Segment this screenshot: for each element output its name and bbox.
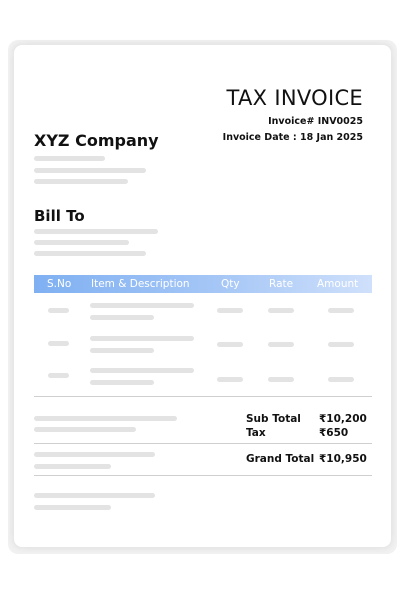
cell-placeholder bbox=[328, 342, 354, 347]
footer-divider bbox=[34, 475, 372, 476]
table-divider bbox=[34, 396, 372, 397]
bill-to-placeholder bbox=[34, 229, 158, 234]
invoice-paper bbox=[14, 45, 391, 547]
cell-placeholder bbox=[48, 308, 69, 313]
bill-to-placeholder bbox=[34, 240, 129, 245]
column-header-amount: Amount bbox=[317, 278, 359, 290]
cell-placeholder bbox=[90, 315, 154, 320]
notes-placeholder bbox=[34, 464, 111, 469]
cell-placeholder bbox=[90, 368, 194, 373]
cell-placeholder bbox=[268, 342, 294, 347]
cell-placeholder bbox=[217, 308, 243, 313]
cell-placeholder bbox=[328, 377, 354, 382]
bill-to-placeholder bbox=[34, 251, 146, 256]
subtotal-label: Sub Total bbox=[246, 413, 301, 425]
company-name: XYZ Company bbox=[34, 131, 159, 150]
cell-placeholder bbox=[217, 377, 243, 382]
company-address-placeholder bbox=[34, 156, 105, 161]
invoice-number: Invoice# INV0025 bbox=[268, 116, 363, 127]
column-header-rate: Rate bbox=[269, 278, 294, 290]
grand-total-label: Grand Total bbox=[246, 453, 315, 465]
tax-value: ₹650 bbox=[319, 427, 349, 439]
cell-placeholder bbox=[48, 373, 69, 378]
footer-placeholder bbox=[34, 493, 155, 498]
notes-placeholder bbox=[34, 416, 177, 421]
subtotal-value: ₹10,200 bbox=[319, 413, 367, 425]
column-header-sno: S.No bbox=[47, 278, 72, 290]
invoice-title: TAX INVOICE bbox=[226, 86, 363, 110]
column-header-qty: Qty bbox=[221, 278, 240, 290]
column-header-item: Item & Description bbox=[91, 278, 190, 290]
bill-to-heading: Bill To bbox=[34, 207, 85, 225]
totals-divider bbox=[34, 443, 372, 444]
table-header: S.No Item & Description Qty Rate Amount bbox=[34, 275, 372, 293]
company-address-placeholder bbox=[34, 168, 146, 173]
grand-total-value: ₹10,950 bbox=[319, 453, 367, 465]
tax-label: Tax bbox=[246, 427, 266, 439]
notes-placeholder bbox=[34, 452, 155, 457]
cell-placeholder bbox=[328, 308, 354, 313]
cell-placeholder bbox=[48, 341, 69, 346]
company-address-placeholder bbox=[34, 179, 128, 184]
cell-placeholder bbox=[90, 348, 154, 353]
footer-placeholder bbox=[34, 505, 111, 510]
cell-placeholder bbox=[268, 377, 294, 382]
cell-placeholder bbox=[268, 308, 294, 313]
notes-placeholder bbox=[34, 427, 136, 432]
cell-placeholder bbox=[90, 303, 194, 308]
cell-placeholder bbox=[90, 336, 194, 341]
invoice-date: Invoice Date : 18 Jan 2025 bbox=[222, 132, 363, 143]
cell-placeholder bbox=[217, 342, 243, 347]
cell-placeholder bbox=[90, 380, 154, 385]
